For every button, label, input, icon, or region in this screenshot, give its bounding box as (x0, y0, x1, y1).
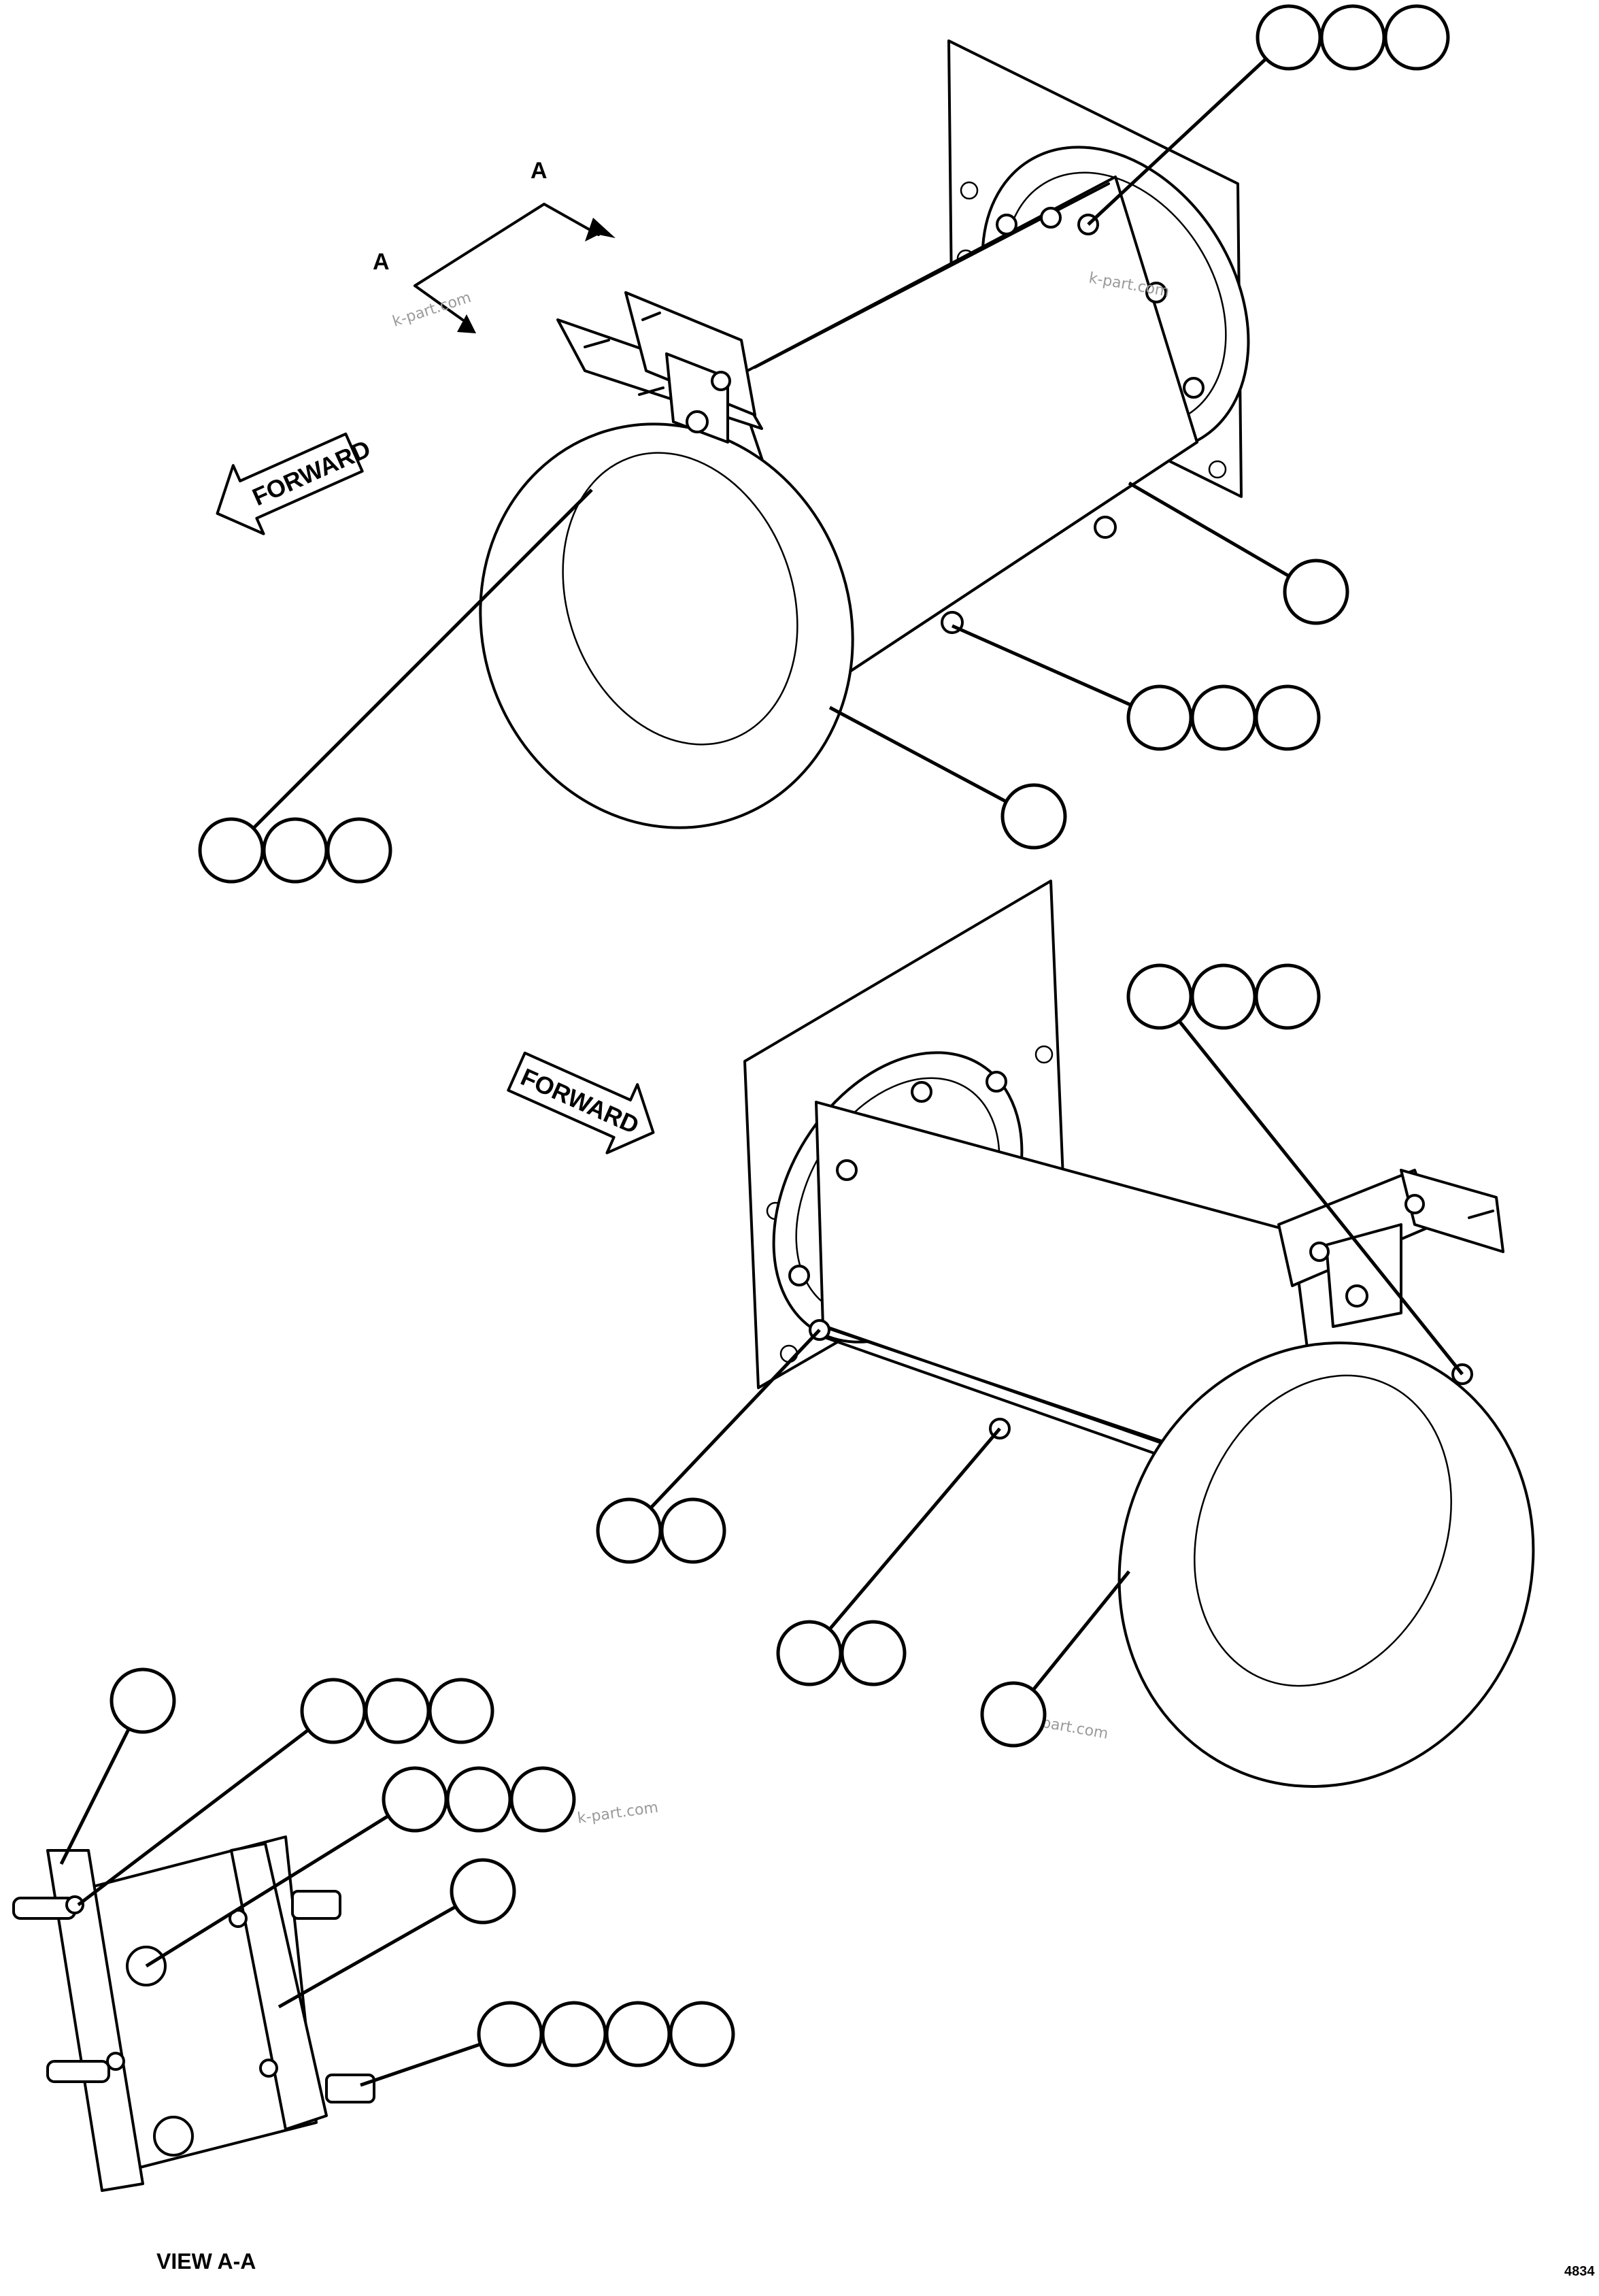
callout-bubble (1254, 684, 1321, 751)
callout-bubble (1126, 963, 1193, 1030)
callout-mid-left-pair (596, 1329, 821, 1564)
callout-top-right-group (1087, 4, 1450, 226)
callout-bubble (776, 1620, 843, 1686)
callout-bubble (660, 1497, 726, 1564)
leader-line (828, 705, 1035, 818)
section-a-label-top: A (531, 158, 548, 184)
callout-bubble (1190, 963, 1257, 1030)
leader-line (145, 1797, 416, 1968)
view-a-a-bracket: VIEW A-A (12, 1835, 375, 2274)
callout-view-group-c (360, 2001, 735, 2087)
forward-arrow-top: FORWARD (216, 432, 375, 535)
callout-bubble (1254, 963, 1321, 1030)
callout-view-group-a (77, 1678, 494, 1906)
callout-bubble (509, 1766, 576, 1833)
forward-arrow-middle: FORWARD (507, 1051, 655, 1154)
callout-bubble (1000, 783, 1067, 850)
view-caption: VIEW A-A (156, 2249, 256, 2274)
top-clamp-bracket (556, 291, 763, 444)
callout-bubble (980, 1681, 1047, 1748)
callout-bubble (364, 1678, 431, 1744)
leader-line (230, 488, 593, 852)
callout-bubble (382, 1766, 448, 1833)
section-a-label-left: A (373, 249, 390, 275)
callout-layer (59, 4, 1464, 2087)
callout-top-inlet (828, 705, 1067, 850)
section-arrows: A A (373, 158, 616, 333)
view-bolts (65, 1895, 278, 2157)
leader-line (1158, 995, 1464, 1376)
top-inlet-ring (479, 422, 854, 829)
bottom-bolt (1094, 516, 1117, 539)
callout-view-single (59, 1667, 176, 1865)
callout-top-bottom-group (951, 624, 1321, 751)
callout-bubble (1256, 4, 1322, 71)
callout-bubble (840, 1620, 907, 1686)
callout-mid-bottom-pair (776, 1427, 1001, 1686)
flange-bolts (788, 1071, 1007, 1286)
callout-bubble (1319, 4, 1386, 71)
leader-line (1128, 481, 1317, 594)
plate-hole (960, 181, 979, 200)
callout-bubble (541, 2001, 607, 2067)
leader-line (277, 1889, 484, 2009)
callout-bubble (1283, 559, 1349, 625)
watermark: k-part.com (390, 289, 473, 331)
watermark: k-part.com (576, 1799, 659, 1827)
callout-top-body (1128, 481, 1349, 625)
callout-view-single-b (277, 1858, 516, 2009)
top-muffler-assembly (479, 39, 1250, 829)
callout-bubble (1126, 684, 1193, 751)
callout-bubble (450, 1858, 516, 1925)
leader-line (951, 624, 1161, 720)
callout-bubble (596, 1497, 662, 1564)
middle-muffler-assembly (743, 880, 1535, 1788)
leader-line (1087, 36, 1290, 226)
callout-bubble (326, 817, 392, 884)
leader-line (808, 1427, 1001, 1654)
callout-bubble (300, 1678, 367, 1744)
leader-line (77, 1710, 335, 1906)
callout-bubble (1383, 4, 1450, 71)
leader-line (628, 1329, 821, 1532)
middle-inlet-ring (1117, 1342, 1535, 1788)
callout-bubble (262, 817, 329, 884)
callout-top-left-group (198, 488, 593, 884)
callout-view-group-b (145, 1766, 576, 1968)
callout-mid-right-group (1126, 963, 1464, 1376)
callout-bubble (198, 817, 265, 884)
callout-bubble (428, 1678, 494, 1744)
callout-bubble (477, 2001, 543, 2067)
middle-clamp-bracket (1277, 1169, 1504, 1328)
corner-code: 4834 (1564, 2264, 1595, 2279)
callout-bubble (1190, 684, 1257, 751)
callout-mid-body (980, 1570, 1130, 1748)
callout-bubble (110, 1667, 176, 1734)
callout-bubble (669, 2001, 735, 2067)
plate-hole (1208, 460, 1227, 479)
callout-bubble (605, 2001, 671, 2067)
callout-bubble (445, 1766, 512, 1833)
